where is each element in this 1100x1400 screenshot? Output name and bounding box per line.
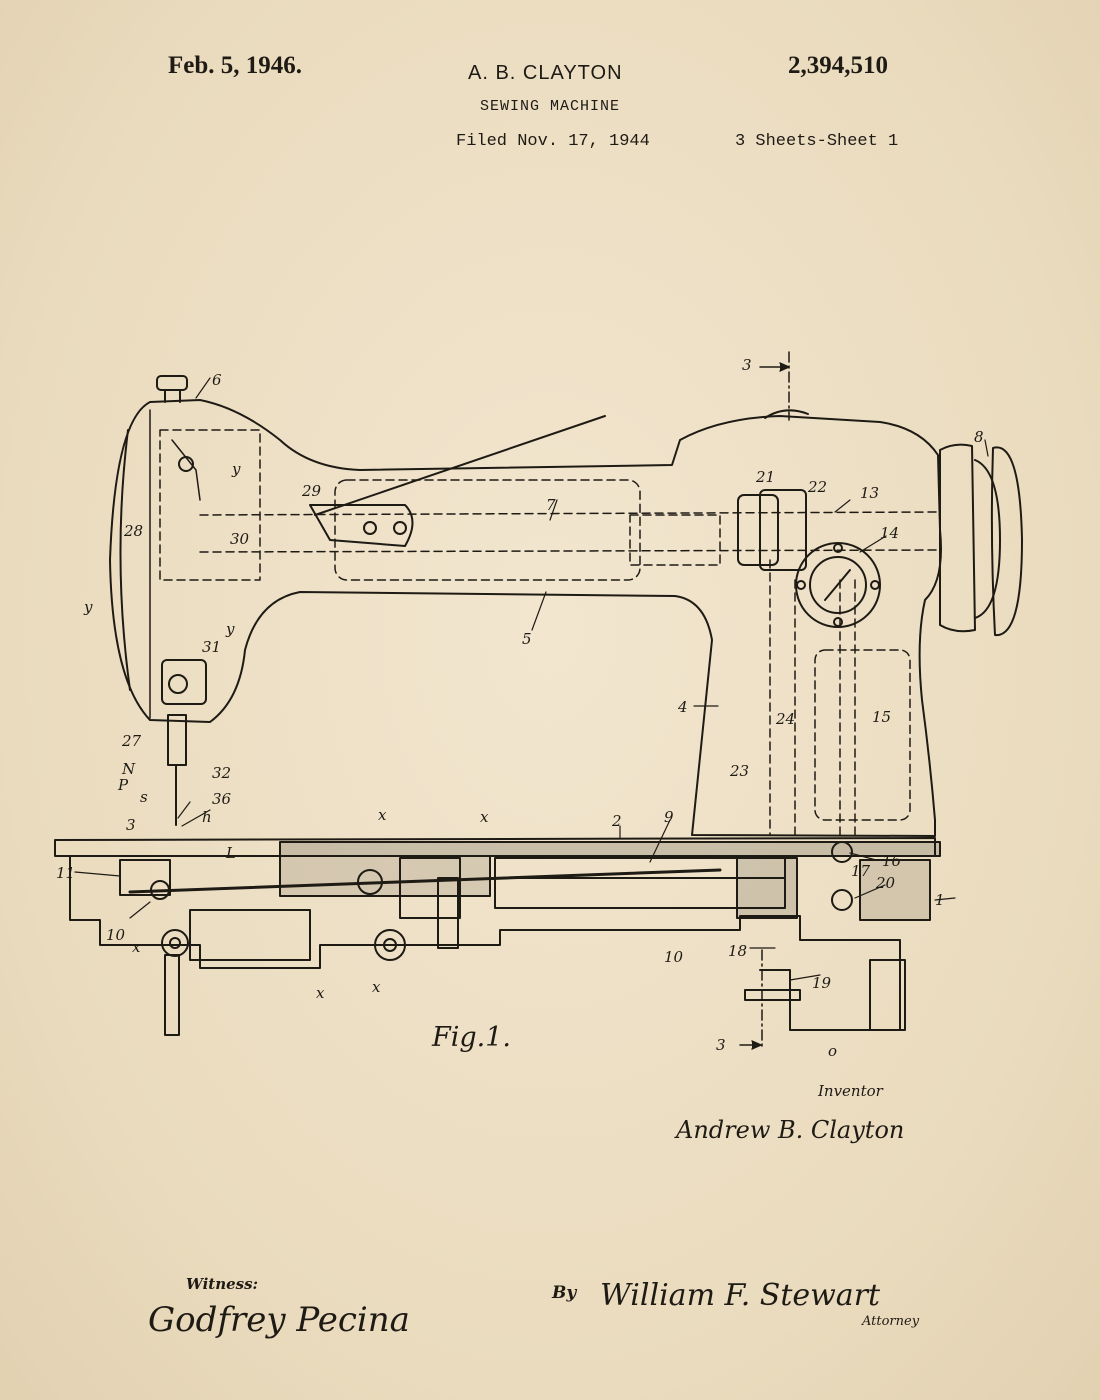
part-label: 11 (56, 864, 75, 882)
part-label: x (132, 938, 141, 956)
part-label: s (140, 788, 148, 806)
part-label: 32 (212, 764, 231, 782)
part-label: 2 (611, 812, 622, 830)
witness-caption: Witness: (186, 1275, 259, 1293)
part-labels: 1 2 3 3 3 4 5 6 7 8 9 10 10 11 13 14 15 … (56, 356, 984, 1060)
part-label: x (480, 808, 489, 826)
filed-date: Filed Nov. 17, 1944 (456, 132, 650, 151)
attorney-caption: Attorney (862, 1314, 920, 1329)
part-label: 17 (851, 862, 871, 880)
part-label: L (225, 844, 236, 862)
figure-caption: Fig.1. (432, 1022, 511, 1053)
part-label: P (117, 776, 129, 794)
machine-body-outline (109, 399, 942, 837)
part-label: x (378, 806, 387, 824)
part-label: 27 (121, 732, 142, 750)
inventor-caption: Inventor (818, 1082, 883, 1100)
patent-number: 2,394,510 (788, 52, 888, 79)
part-label: 16 (882, 852, 902, 870)
patent-date: Feb. 5, 1946. (168, 52, 303, 79)
part-label: 14 (880, 524, 899, 542)
part-label: 23 (729, 762, 749, 780)
part-label: 1 (935, 891, 945, 909)
part-label: 3 (126, 816, 136, 834)
part-label: 24 (775, 710, 795, 728)
part-label: 15 (872, 708, 891, 726)
handwheel (939, 443, 976, 633)
part-label: 7 (546, 496, 556, 514)
part-label: o (828, 1042, 837, 1060)
part-label: 9 (664, 808, 674, 826)
part-label: 18 (728, 942, 747, 960)
part-label: 19 (812, 974, 832, 992)
part-label: 10 (106, 926, 126, 944)
part-label: 36 (212, 790, 232, 808)
sheet-count: 3 Sheets-Sheet 1 (735, 132, 899, 151)
part-label: x (316, 984, 325, 1002)
part-label: x (372, 978, 381, 996)
part-label: 13 (860, 484, 879, 502)
witness-signature: Godfrey Pecina (148, 1300, 410, 1340)
part-label: 28 (123, 522, 143, 540)
part-label: y (83, 598, 93, 616)
patent-title: SEWING MACHINE (480, 98, 621, 115)
inventor-name-header: A. B. CLAYTON (468, 62, 623, 84)
part-label: y (231, 460, 241, 478)
part-label: h (202, 808, 212, 826)
part-label: y (225, 620, 235, 638)
part-label: 29 (301, 482, 322, 500)
part-label: 10 (664, 948, 684, 966)
part-label: 21 (755, 468, 775, 486)
part-label: 5 (522, 630, 532, 648)
part-label: 20 (875, 874, 896, 892)
inventor-signature: Andrew B. Clayton (676, 1116, 905, 1144)
part-label: 22 (807, 478, 827, 496)
part-label: 3 (716, 1036, 726, 1054)
part-label: 8 (974, 428, 984, 446)
part-label: 6 (212, 371, 222, 389)
part-label: N (121, 760, 136, 778)
by-label: By (552, 1283, 577, 1303)
part-label: 31 (202, 638, 221, 656)
part-label: 3 (742, 356, 752, 374)
part-label: 4 (677, 698, 688, 716)
part-label: 30 (230, 530, 250, 548)
attorney-signature: William F. Stewart (600, 1278, 881, 1313)
